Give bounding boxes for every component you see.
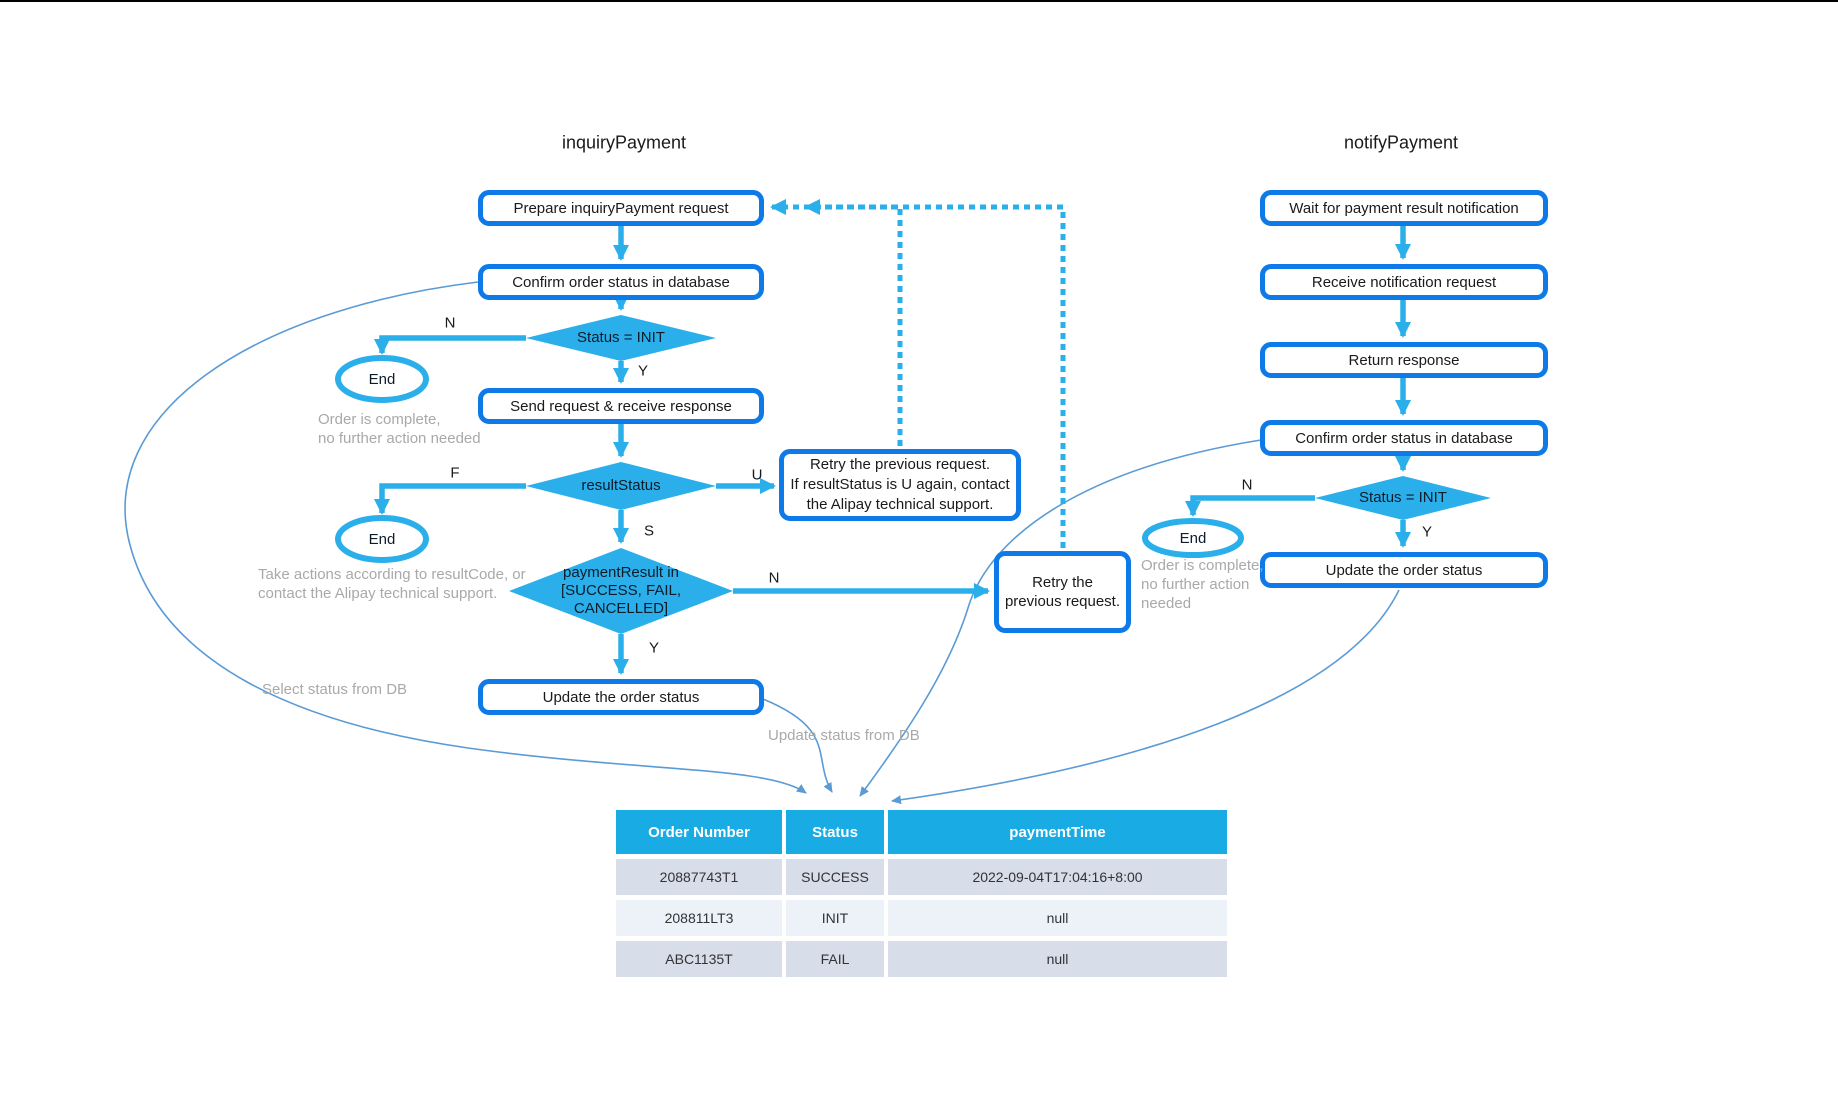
edge-label-n-right: N [1241, 476, 1253, 494]
annotation-order-complete-left: Order is complete, no further action nee… [318, 411, 481, 447]
decision-result-status [526, 462, 716, 510]
decision-label-status-init-left: Status = INIT [577, 329, 665, 346]
terminator-label-end-right: End [1179, 530, 1207, 547]
edge-label-y2: Y [648, 639, 660, 657]
table-cell-payment-time: null [888, 900, 1227, 936]
node-update-order-status-left: Update the order status [478, 679, 764, 715]
node-retry-previous-request-big: Retry the previous request. If resultSta… [779, 449, 1021, 521]
decision-label-result-status: resultStatus [581, 477, 661, 494]
decision-payment-result [509, 548, 733, 634]
connector-update-status-from-db [762, 698, 833, 793]
edge-label-y1: Y [637, 362, 649, 380]
annotation-select-status-from-db: Select status from DB [262, 681, 408, 698]
connector-select-status-from-db [124, 281, 807, 794]
decision-status-init-left [526, 315, 716, 361]
terminator-end-2 [335, 515, 429, 563]
terminator-end-1 [335, 355, 429, 403]
node-confirm-order-status-left: Confirm order status in database [478, 264, 764, 300]
node-prepare-inquirypayment-request: Prepare inquiryPayment request [478, 190, 764, 226]
right-flow-title: notifyPayment [1343, 132, 1459, 153]
node-confirm-order-status-right: Confirm order status in database [1260, 420, 1548, 456]
edge-statusinit-end-n-right [1185, 495, 1315, 517]
node-retry-previous-request-small: Retry the previous request. [994, 551, 1131, 633]
edge-label-n2: N [768, 569, 780, 587]
table-header-payment-time: paymentTime [888, 810, 1227, 854]
table-cell-status: INIT [786, 900, 884, 936]
edge-label-n1: N [444, 314, 456, 332]
table-cell-order-number: 20887743T1 [616, 859, 782, 895]
node-return-response: Return response [1260, 342, 1548, 378]
edge-resultstatus-end-f [374, 483, 526, 515]
annotation-take-actions: Take actions according to resultCode, or… [258, 566, 526, 602]
table-cell-status: FAIL [786, 941, 884, 977]
edge-label-u: U [751, 466, 763, 484]
edge-statusinit-end-n [374, 335, 526, 355]
terminator-end-right [1142, 518, 1244, 558]
edge-label-f: F [450, 464, 460, 482]
table-cell-payment-time: null [888, 941, 1227, 977]
terminator-label-end-1: End [368, 371, 396, 388]
node-send-request-receive-response: Send request & receive response [478, 388, 764, 424]
node-receive-notification-request: Receive notification request [1260, 264, 1548, 300]
connector-right-update-to-table [891, 589, 1400, 805]
terminator-label-end-2: End [368, 531, 396, 548]
orders-table: Order Number Status paymentTime 20887743… [616, 810, 1227, 977]
annotation-update-status-from-db: Update status from DB [768, 727, 920, 744]
dashed-retry-big-to-prepare [804, 199, 903, 446]
node-update-order-status-right: Update the order status [1260, 552, 1548, 588]
left-flow-title: inquiryPayment [561, 132, 687, 153]
table-cell-payment-time: 2022-09-04T17:04:16+8:00 [888, 859, 1227, 895]
window-top-border [0, 0, 1838, 2]
edge-label-s: S [643, 522, 655, 540]
table-cell-order-number: 208811LT3 [616, 900, 782, 936]
table-header-order-number: Order Number [616, 810, 782, 854]
table-header-status: Status [786, 810, 884, 854]
decision-status-init-right [1315, 476, 1491, 520]
dashed-retry-small-to-prepare [770, 199, 1066, 548]
decision-label-payment-result: paymentResult in [SUCCESS, FAIL, CANCELL… [560, 564, 682, 617]
annotation-order-complete-right: Order is complete, no further action nee… [1141, 557, 1264, 612]
table-cell-status: SUCCESS [786, 859, 884, 895]
decision-label-status-init-right: Status = INIT [1359, 489, 1447, 506]
edge-label-y-right: Y [1421, 523, 1433, 541]
table-cell-order-number: ABC1135T [616, 941, 782, 977]
node-wait-payment-result-notification: Wait for payment result notification [1260, 190, 1548, 226]
